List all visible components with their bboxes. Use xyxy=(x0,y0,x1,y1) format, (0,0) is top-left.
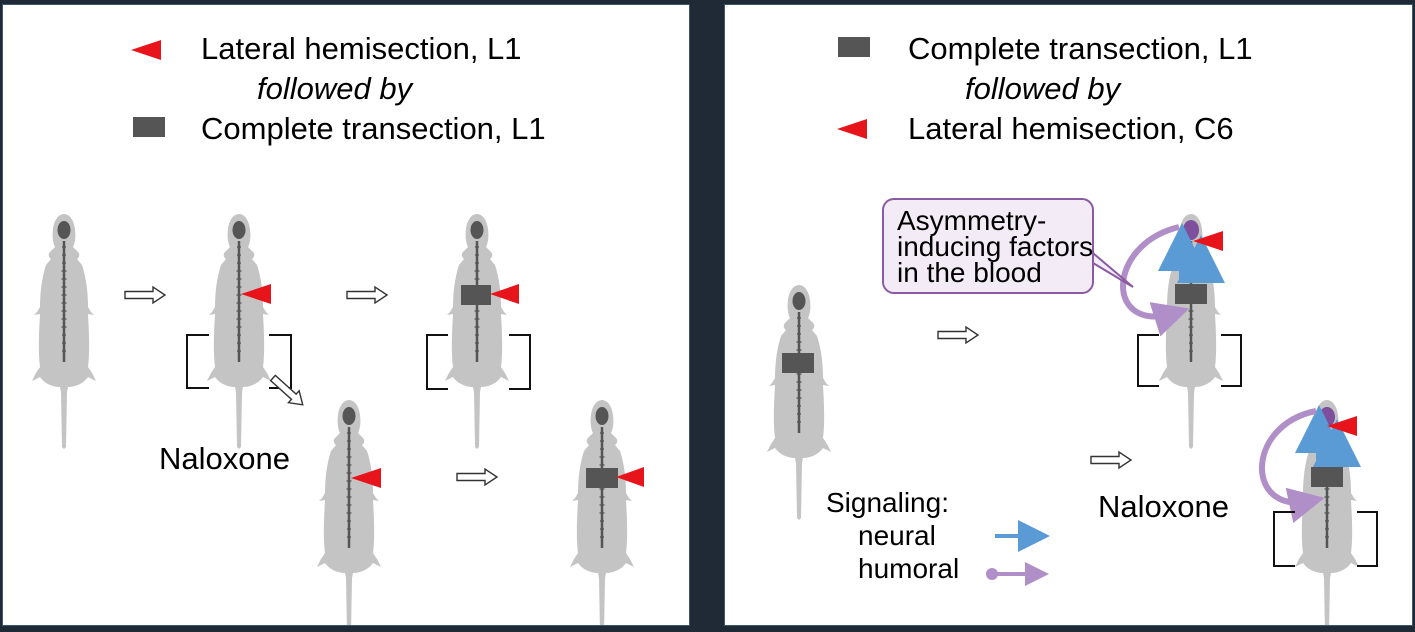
signaling-title: Signaling: xyxy=(826,487,949,518)
rat-hemisection xyxy=(205,212,273,451)
bracket-left xyxy=(426,334,448,390)
sequence-arrow xyxy=(346,286,388,304)
rat-transection-hemisection xyxy=(1157,212,1225,451)
sequence-arrow xyxy=(456,468,498,486)
callout-text: Asymmetry- inducing factors in the blood xyxy=(897,205,1094,288)
hemisection-marker xyxy=(1327,416,1357,436)
rat-intact xyxy=(30,212,98,451)
callout-pointer xyxy=(1086,247,1134,288)
sequence-arrow xyxy=(937,326,979,344)
transection-marker xyxy=(586,468,618,488)
humoral-arrow xyxy=(1120,224,1190,337)
hemisection-marker xyxy=(1193,231,1223,251)
legend-line-3: Complete transection, L1 xyxy=(201,111,546,146)
rat-hemisection-transection xyxy=(443,212,511,451)
sequence-arrow-diagonal xyxy=(266,371,309,412)
rat-transection xyxy=(765,283,833,522)
transection-marker xyxy=(782,353,814,373)
asymmetry-callout: Asymmetry- inducing factors in the blood xyxy=(882,198,1094,294)
sequence-arrow xyxy=(124,286,166,304)
bracket-left xyxy=(1137,334,1159,387)
legend-line-1: Complete transection, L1 xyxy=(908,31,1253,66)
naloxone-label: Naloxone xyxy=(1098,489,1229,524)
hemisection-marker xyxy=(241,284,271,304)
legend-line-2: followed by xyxy=(965,71,1121,106)
left-diagram xyxy=(30,40,644,625)
legend-hemisection-marker xyxy=(837,119,867,139)
signaling-humoral-label: humoral xyxy=(858,553,960,584)
rat-naloxone xyxy=(1293,398,1361,625)
naloxone-label: Naloxone xyxy=(159,441,290,476)
legend-line-3: Lateral hemisection, C6 xyxy=(908,111,1234,146)
humoral-arrow xyxy=(1259,408,1325,523)
legend-transection-marker xyxy=(838,37,870,57)
right-panel: Complete transection, L1 followed by Lat… xyxy=(724,4,1413,626)
bracket-left xyxy=(186,334,209,389)
right-diagram xyxy=(765,37,1378,625)
legend-hemisection-marker xyxy=(131,40,161,60)
rat-naloxone-hemisection-transection xyxy=(568,398,636,625)
legend-line-1: Lateral hemisection, L1 xyxy=(201,31,522,66)
bracket-right xyxy=(1221,334,1242,387)
bracket-left xyxy=(1273,511,1295,567)
hemisection-marker xyxy=(351,468,381,488)
hemisection-marker xyxy=(490,284,519,304)
transection-marker xyxy=(461,285,491,305)
hemisection-marker xyxy=(616,467,644,487)
left-panel: Lateral hemisection, L1 followed by Comp… xyxy=(2,4,690,626)
transection-marker xyxy=(1175,284,1207,304)
brain-highlight xyxy=(1183,220,1199,240)
signaling-neural-label: neural xyxy=(858,520,936,551)
legend-line-2: followed by xyxy=(257,71,413,106)
bracket-right xyxy=(1357,511,1378,567)
transection-marker xyxy=(1311,467,1343,487)
sequence-arrow xyxy=(1090,451,1132,469)
rat-naloxone-hemisection xyxy=(315,398,383,625)
legend-transection-marker xyxy=(133,117,165,137)
bracket-right xyxy=(509,334,531,390)
